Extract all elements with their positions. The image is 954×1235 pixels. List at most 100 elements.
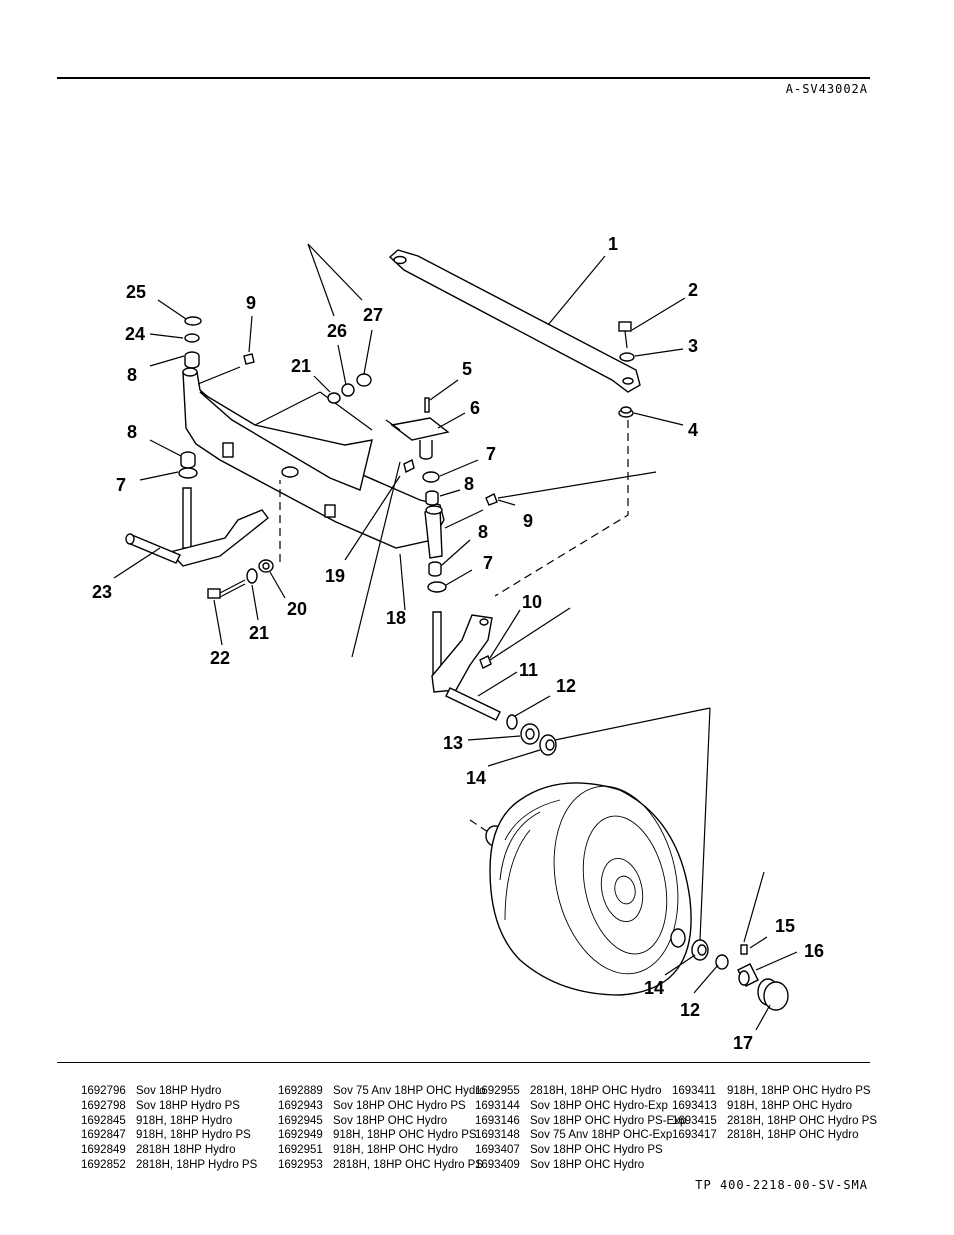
model-description: 2818H, 18HP Hydro PS: [136, 1158, 258, 1171]
callout-26: 26: [327, 321, 347, 341]
model-part-number: 1692955: [475, 1085, 520, 1097]
model-description: Sov 18HP Hydro PS: [136, 1099, 240, 1112]
washer-24: [184, 333, 200, 343]
leader-lines: [113, 255, 798, 1031]
callout-27: 27: [363, 305, 383, 325]
model-row: 1692945 Sov 18HP OHC Hydro: [278, 1115, 486, 1130]
model-part-number: 1692953: [278, 1158, 323, 1171]
nut-10: [479, 655, 492, 669]
bushing-8-upper: [425, 490, 439, 506]
steering-bracket-6: [390, 417, 450, 460]
grease-fitting-9-top: [243, 353, 255, 365]
model-row: 1692953 2818H, 18HP OHC Hydro PS: [278, 1159, 486, 1174]
callout-4: 4: [688, 420, 698, 440]
callout-14b: 14: [644, 978, 664, 998]
callout-23: 23: [92, 582, 112, 602]
callout-20: 20: [287, 599, 307, 619]
model-part-number: 1693148: [475, 1129, 520, 1142]
model-description: Sov 18HP OHC Hydro: [530, 1158, 645, 1171]
model-part-number: 1693417: [672, 1129, 717, 1142]
callout-7c: 7: [116, 475, 126, 495]
pin-5: [424, 397, 430, 413]
model-description: 2818H, 18HP OHC Hydro: [727, 1129, 859, 1142]
model-description: Sov 75 Anv 18HP OHC Hydro: [333, 1085, 486, 1097]
washer-21-lower: [246, 568, 258, 584]
model-description: Sov 18HP Hydro: [136, 1085, 222, 1097]
bushing-4: [618, 406, 634, 418]
assembly-line-tierod: [494, 420, 629, 597]
nut-26: [341, 383, 355, 397]
model-part-number: 1692889: [278, 1085, 323, 1097]
bearing-14-outer: [691, 939, 709, 961]
model-part-number: 1692798: [81, 1099, 126, 1112]
seal-13: [520, 723, 540, 745]
model-description: 2818H, 18HP OHC Hydro PS: [333, 1158, 483, 1171]
model-description: Sov 18HP OHC Hydro PS: [333, 1099, 466, 1112]
bushing-8-left: [180, 451, 196, 469]
washer-7-left: [178, 467, 198, 479]
bushing-8-lower: [428, 561, 442, 577]
callout-22: 22: [210, 648, 230, 668]
callout-1: 1: [608, 234, 618, 254]
callout-9b: 9: [523, 511, 533, 531]
model-row: 1692847 918H, 18HP Hydro PS: [81, 1129, 257, 1144]
model-part-number: 1693407: [475, 1144, 520, 1157]
callout-7b: 7: [483, 553, 493, 573]
model-description: 918H, 18HP Hydro PS: [136, 1129, 251, 1142]
callout-16: 16: [804, 941, 824, 961]
callout-8b: 8: [478, 522, 488, 542]
spindle-left-23: [125, 487, 269, 567]
figure-code: A-SV43002A: [785, 82, 868, 96]
washer-12-outer: [715, 954, 729, 970]
grease-fitting-19: [403, 458, 415, 474]
tie-rod: [388, 249, 641, 393]
grease-fitting-9-right: [485, 493, 498, 506]
bolt-2: [618, 321, 632, 349]
model-row: 1693413 918H, 18HP OHC Hydro: [672, 1100, 877, 1115]
nut-27: [356, 373, 372, 387]
model-row: 1693417 2818H, 18HP OHC Hydro: [672, 1129, 877, 1144]
model-description: 2818H, 18HP OHC Hydro: [530, 1085, 662, 1097]
callout-7a: 7: [486, 444, 496, 464]
model-part-number: 1693415: [672, 1114, 717, 1127]
bushing-8-top: [184, 351, 200, 369]
callout-19: 19: [325, 566, 345, 586]
e-ring-25: [184, 316, 202, 326]
spacer-20: [258, 559, 274, 573]
model-part-number: 1692945: [278, 1114, 323, 1127]
model-part-number: 1693413: [672, 1099, 717, 1112]
callout-5: 5: [462, 359, 472, 379]
callout-9a: 9: [246, 293, 256, 313]
model-part-number: 1693144: [475, 1099, 520, 1112]
bolt-22: [207, 579, 246, 599]
model-description: Sov 18HP OHC Hydro: [333, 1114, 448, 1127]
spindle-right-11: [431, 611, 501, 721]
model-description: 2818H 18HP Hydro: [136, 1144, 236, 1157]
callout-2: 2: [688, 280, 698, 300]
callout-numbers: 1 2 3 4 5 6 7 8 9 8 7 10 11 12 13 14 15 …: [92, 234, 824, 1053]
model-part-number: 1692949: [278, 1129, 323, 1142]
callout-10: 10: [522, 592, 542, 612]
callout-11: 11: [519, 660, 538, 680]
hub-cap-17: [757, 978, 789, 1011]
model-row: 1692889 Sov 75 Anv 18HP OHC Hydro: [278, 1085, 486, 1100]
model-part-number: 1692847: [81, 1129, 126, 1142]
bearing-hidden-outer: [670, 928, 686, 948]
model-description: Sov 18HP OHC Hydro PS: [530, 1144, 663, 1157]
model-description: 918H, 18HP OHC Hydro: [727, 1099, 853, 1112]
model-part-number: 1692845: [81, 1114, 126, 1127]
model-description: Sov 18HP OHC Hydro PS-Exp: [530, 1114, 687, 1127]
